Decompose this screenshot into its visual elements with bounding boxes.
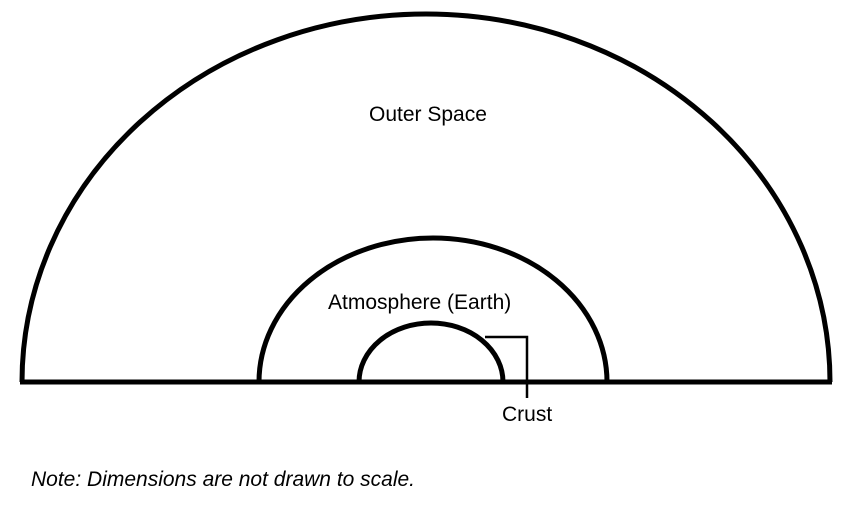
atmosphere-arc <box>256 235 610 383</box>
scale-note: Note: Dimensions are not drawn to scale. <box>31 468 416 491</box>
outer-space-label: Outer Space <box>369 103 487 126</box>
crust-label: Crust <box>502 403 553 426</box>
crust-leader-line <box>485 335 529 398</box>
atmosphere-label: Atmosphere (Earth) <box>328 291 512 314</box>
outer-space-arc <box>19 11 833 383</box>
crust-arc <box>356 320 506 383</box>
